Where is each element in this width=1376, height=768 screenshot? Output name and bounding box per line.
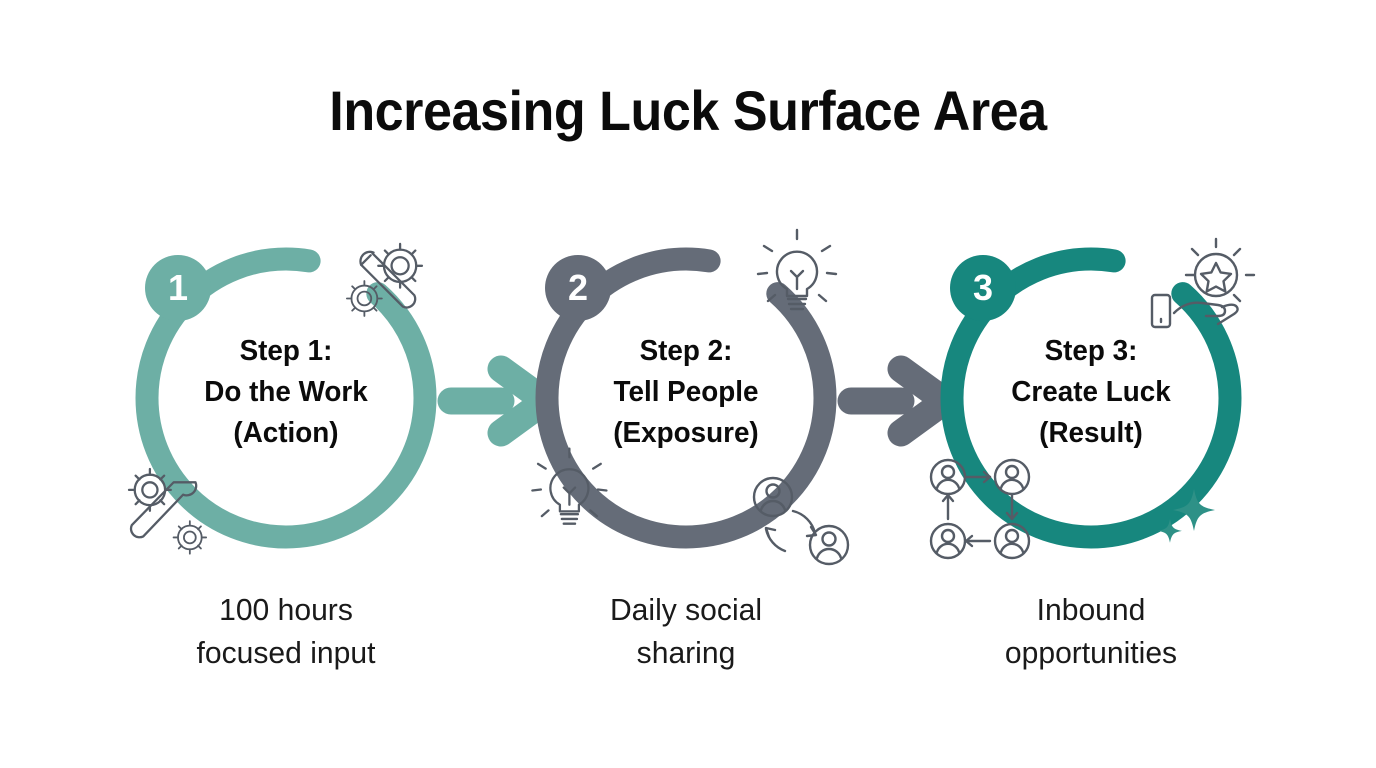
step-3-caption-line-1: Inbound [1036, 592, 1146, 627]
step-2-number: 2 [567, 267, 589, 308]
step-3-caption-line-2: opportunities [1004, 635, 1178, 670]
step-1-label-line-2: Do the Work [204, 376, 368, 408]
step-2-ring-circle [535, 247, 837, 549]
step-2-label-line-3: (Exposure) [613, 417, 759, 449]
step-1-caption-line-2: focused input [196, 635, 376, 670]
step-2-group: 2 Step 2: Tell People (Exposure) [531, 228, 850, 566]
step-3-number-badge: 3 [950, 255, 1016, 321]
step-3-number: 3 [972, 267, 994, 308]
step-2-label-line-1: Step 2: [639, 335, 733, 367]
step-1-caption: 100 hours focused input [111, 588, 460, 674]
step-2-label-line-2: Tell People [613, 376, 759, 408]
page-title: Increasing Luck Surface Area [329, 79, 1047, 142]
step-2-label: Step 2: Tell People (Exposure) [547, 331, 825, 454]
step-1-group: 1 Step 1: Do the Work (Action) [127, 242, 437, 555]
step-1-label-line-3: (Action) [233, 417, 339, 449]
step-1-label-line-1: Step 1: [239, 335, 333, 367]
step-3-label-line-3: (Result) [1039, 417, 1143, 449]
step-1-number-badge: 1 [145, 255, 211, 321]
step-2-caption: Daily social sharing [511, 588, 860, 674]
step-3-label-line-2: Create Luck [1011, 376, 1171, 408]
step-2-caption-line-2: sharing [636, 635, 736, 670]
step-3-ring-circle [940, 247, 1242, 549]
step-1-caption-line-1: 100 hours [219, 592, 353, 627]
step-3-group: 3 Step 3: Create Luck (Result) [929, 237, 1256, 560]
step-2-caption-line-1: Daily social [609, 592, 763, 627]
step-1-label: Step 1: Do the Work (Action) [147, 331, 425, 454]
step-2-ring [535, 247, 837, 549]
step-3-ring [940, 247, 1242, 549]
step-3-label: Step 3: Create Luck (Result) [952, 331, 1230, 454]
arrow-step2-to-step3-shape [837, 355, 959, 447]
step-2-number-badge: 2 [545, 255, 611, 321]
step-1-number: 1 [167, 267, 189, 308]
step-3-caption: Inbound opportunities [916, 588, 1265, 674]
arrow-step1-to-step2-shape [437, 355, 559, 447]
step-1-ring-circle [135, 247, 437, 549]
step-3-label-line-1: Step 3: [1044, 335, 1138, 367]
step-1-ring [135, 247, 437, 549]
